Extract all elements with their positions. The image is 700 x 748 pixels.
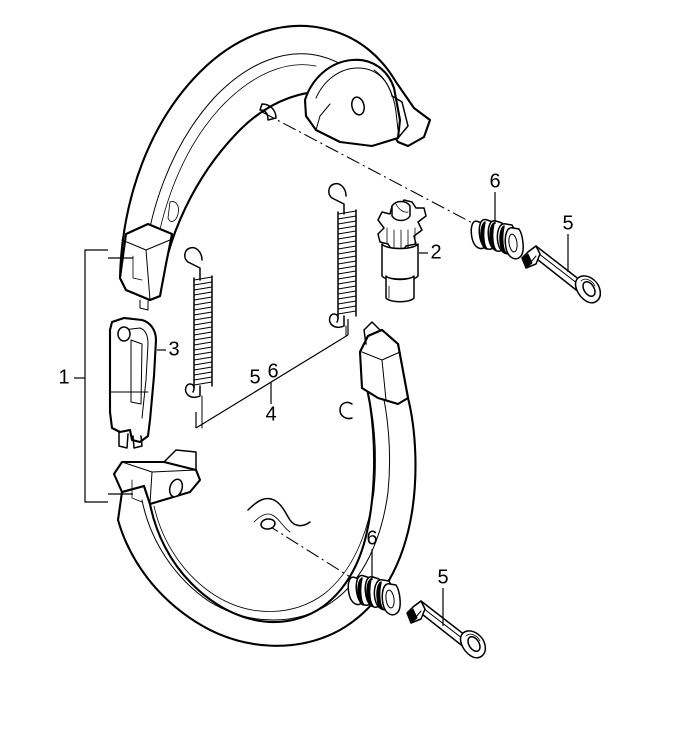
lower-shoe-top-tab <box>363 321 381 345</box>
hd-pin-lower-flat-shadow <box>407 608 418 623</box>
hold-down-pin-lower <box>406 600 487 659</box>
lower-shoe-center-notch <box>247 497 311 527</box>
return-spring-left <box>184 246 213 429</box>
leader-line-group <box>74 192 569 626</box>
star-wheel-adjuster <box>377 199 427 303</box>
lower-shoe-center-notch-inner <box>253 513 291 533</box>
upper-shoe-anchor-inner-fold <box>315 103 331 131</box>
lower-shoe-pin-hole <box>260 518 276 530</box>
upper-shoe-left-end-fold-2 <box>145 249 151 301</box>
callout-3: 3 <box>168 338 179 360</box>
lower-brake-shoe <box>112 321 417 647</box>
centerline-group <box>261 111 481 581</box>
callout-5-lower: 5 <box>437 566 448 588</box>
return-spring-left-coils <box>193 275 213 389</box>
upper-shoe-spring-tab <box>259 103 277 121</box>
callout-6-lower: 6 <box>366 527 377 549</box>
lower-shoe-left-end-fold-2 <box>149 471 153 505</box>
callout-1: 1 <box>58 366 69 388</box>
callout-6-set: 6 <box>267 360 278 382</box>
adjuster-top-boss <box>391 200 411 222</box>
return-spring-right <box>328 182 357 337</box>
callout-5-upper: 5 <box>562 212 573 234</box>
callout-6-upper: 6 <box>489 170 500 192</box>
lower-shoe-left-end-slot <box>131 479 143 503</box>
upper-shoe-lining-notch <box>167 201 179 222</box>
centerline-lower-holddown <box>265 523 356 581</box>
hold-down-spring-lower <box>347 574 401 616</box>
callout-4: 4 <box>265 403 276 425</box>
upper-shoe-left-tab <box>139 299 149 311</box>
hd-spring-upper-bore <box>508 233 518 253</box>
upper-brake-shoe <box>118 24 432 311</box>
adjuster-barrel-top-ellipse <box>381 243 419 249</box>
adjuster-lever-foot-left <box>118 431 129 449</box>
return-spring-right-bottom-hook <box>328 313 345 329</box>
adjuster-lever-pivot-hole <box>117 326 131 342</box>
hd-spring-lower-gap-1 <box>357 577 365 606</box>
leader-bracket-1 <box>84 249 108 503</box>
callout-number-group: 1 2 3 4 5 6 6 5 6 5 <box>58 170 573 588</box>
adjuster-lever-body <box>108 316 158 444</box>
return-spring-left-bottom-hook <box>184 383 201 399</box>
adjuster-barrel <box>381 243 419 282</box>
adjuster-lever-slot <box>130 339 143 405</box>
lower-shoe-web-crescent <box>339 401 353 420</box>
upper-shoe-left-end-block <box>118 222 174 302</box>
adjuster-shank <box>385 275 415 303</box>
callout-2: 2 <box>430 241 441 263</box>
adjuster-top-slot <box>395 203 409 213</box>
upper-shoe-anchor-right-face <box>391 95 409 139</box>
lower-shoe-top-end-fold-2 <box>381 359 387 401</box>
adjuster-lever-strut <box>108 316 158 449</box>
return-spring-right-top-hook <box>328 182 347 215</box>
return-spring-left-top-hook <box>184 246 203 281</box>
hd-spring-lower-bore <box>385 589 395 609</box>
hd-pin-upper-flat-shadow <box>522 253 533 268</box>
hd-spring-lower-gap-3 <box>376 581 384 610</box>
centerline-upper-holddown <box>261 111 481 228</box>
adjuster-lever-foot-right <box>132 435 143 449</box>
hold-down-pin-upper <box>521 245 602 304</box>
hd-pin-upper-cap-hole <box>582 280 596 298</box>
lower-shoe-left-top-lip <box>163 449 197 471</box>
hd-spring-upper-gap-1 <box>480 221 488 250</box>
hd-spring-lower-gap-2 <box>366 578 374 607</box>
hd-pin-upper-shaft-hiline <box>533 249 583 288</box>
lower-shoe-web-rib-2 <box>153 383 376 612</box>
hd-pin-upper-cap-edge <box>580 278 596 287</box>
lower-shoe-left-notch-hole <box>168 478 184 498</box>
upper-shoe-anchor-step <box>373 69 399 131</box>
leader-bracket-4 <box>195 334 349 429</box>
hd-spring-upper-gap-3 <box>499 225 507 254</box>
adjuster-shank-top-ellipse <box>385 275 415 281</box>
upper-shoe-pin-hole <box>351 96 365 116</box>
return-spring-right-coils <box>337 209 357 319</box>
hold-down-spring-upper <box>470 218 524 260</box>
hd-pin-lower-cap-edge <box>465 633 481 642</box>
upper-shoe-left-end-slot <box>132 255 143 281</box>
hd-pin-lower-cap-hole <box>467 635 481 653</box>
callout-5-set: 5 <box>249 366 260 388</box>
lower-shoe-web-rib <box>141 345 391 621</box>
hd-spring-upper-gap-2 <box>489 222 497 251</box>
adjuster-lever-inner-edge <box>121 327 149 419</box>
